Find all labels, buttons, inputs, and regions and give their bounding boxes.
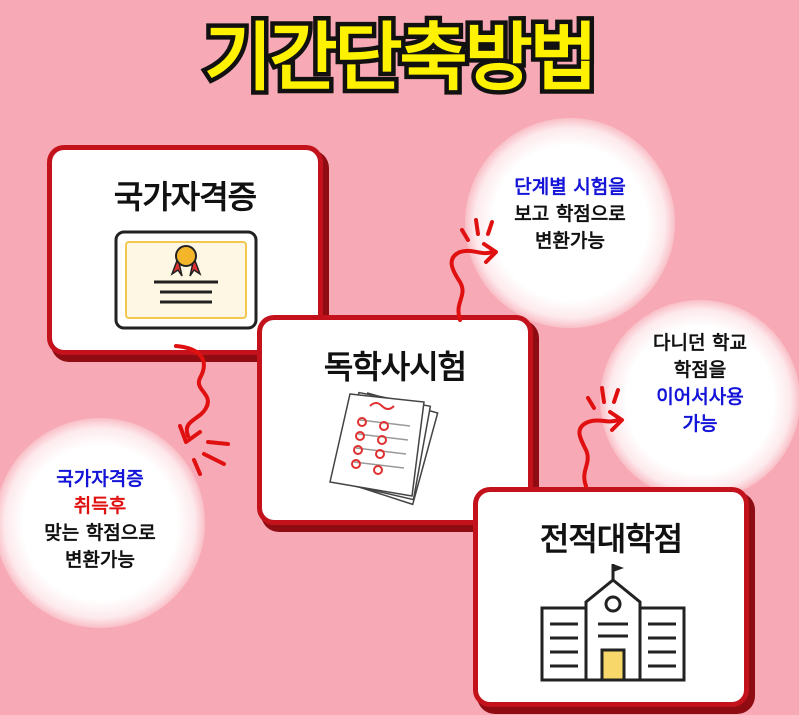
card-title: 전적대학점 (539, 520, 683, 558)
page-title: 기간단축방법 (200, 11, 602, 106)
bubble-text: 이어서사용 (656, 386, 744, 408)
bubble-text: 다니던 학교 (652, 332, 747, 354)
bubble-text: 보고 학점으로 (514, 203, 626, 225)
bubble-text: 맞는 학점으로 (44, 522, 156, 544)
arrow-icon (577, 386, 624, 488)
bubble-text: 국가자격증 (56, 468, 144, 490)
certificate-icon (114, 230, 258, 330)
card-title: 국가자격증 (113, 178, 257, 216)
bubble-text: 가능 (682, 413, 718, 435)
school-building-icon (540, 564, 686, 682)
arrow-icon (449, 218, 498, 322)
bubble-text: 변환가능 (535, 230, 605, 252)
bubble-text: 취득후 (73, 495, 127, 517)
card-certificate: 국가자격증 (52, 150, 318, 350)
card-title: 독학사시험 (323, 348, 467, 386)
bubble-text: 단계별 시험을 (514, 176, 626, 198)
bubble-text: 변환가능 (65, 549, 135, 571)
exam-papers-icon (329, 391, 439, 506)
arrow-icon (174, 344, 230, 476)
info-bubble-certificate: 국가자격증 취득후 맞는 학점으로 변환가능 (0, 418, 205, 628)
bubble-text: 학점을 (673, 359, 727, 381)
info-bubble-transfer: 다니던 학교 학점을 이어서사용 가능 (600, 300, 799, 500)
card-bachelor-exam: 독학사시험 (262, 320, 528, 520)
card-transfer-credits: 전적대학점 (478, 492, 744, 702)
info-bubble-bachelor-exam: 단계별 시험을 보고 학점으로 변환가능 (465, 118, 675, 328)
